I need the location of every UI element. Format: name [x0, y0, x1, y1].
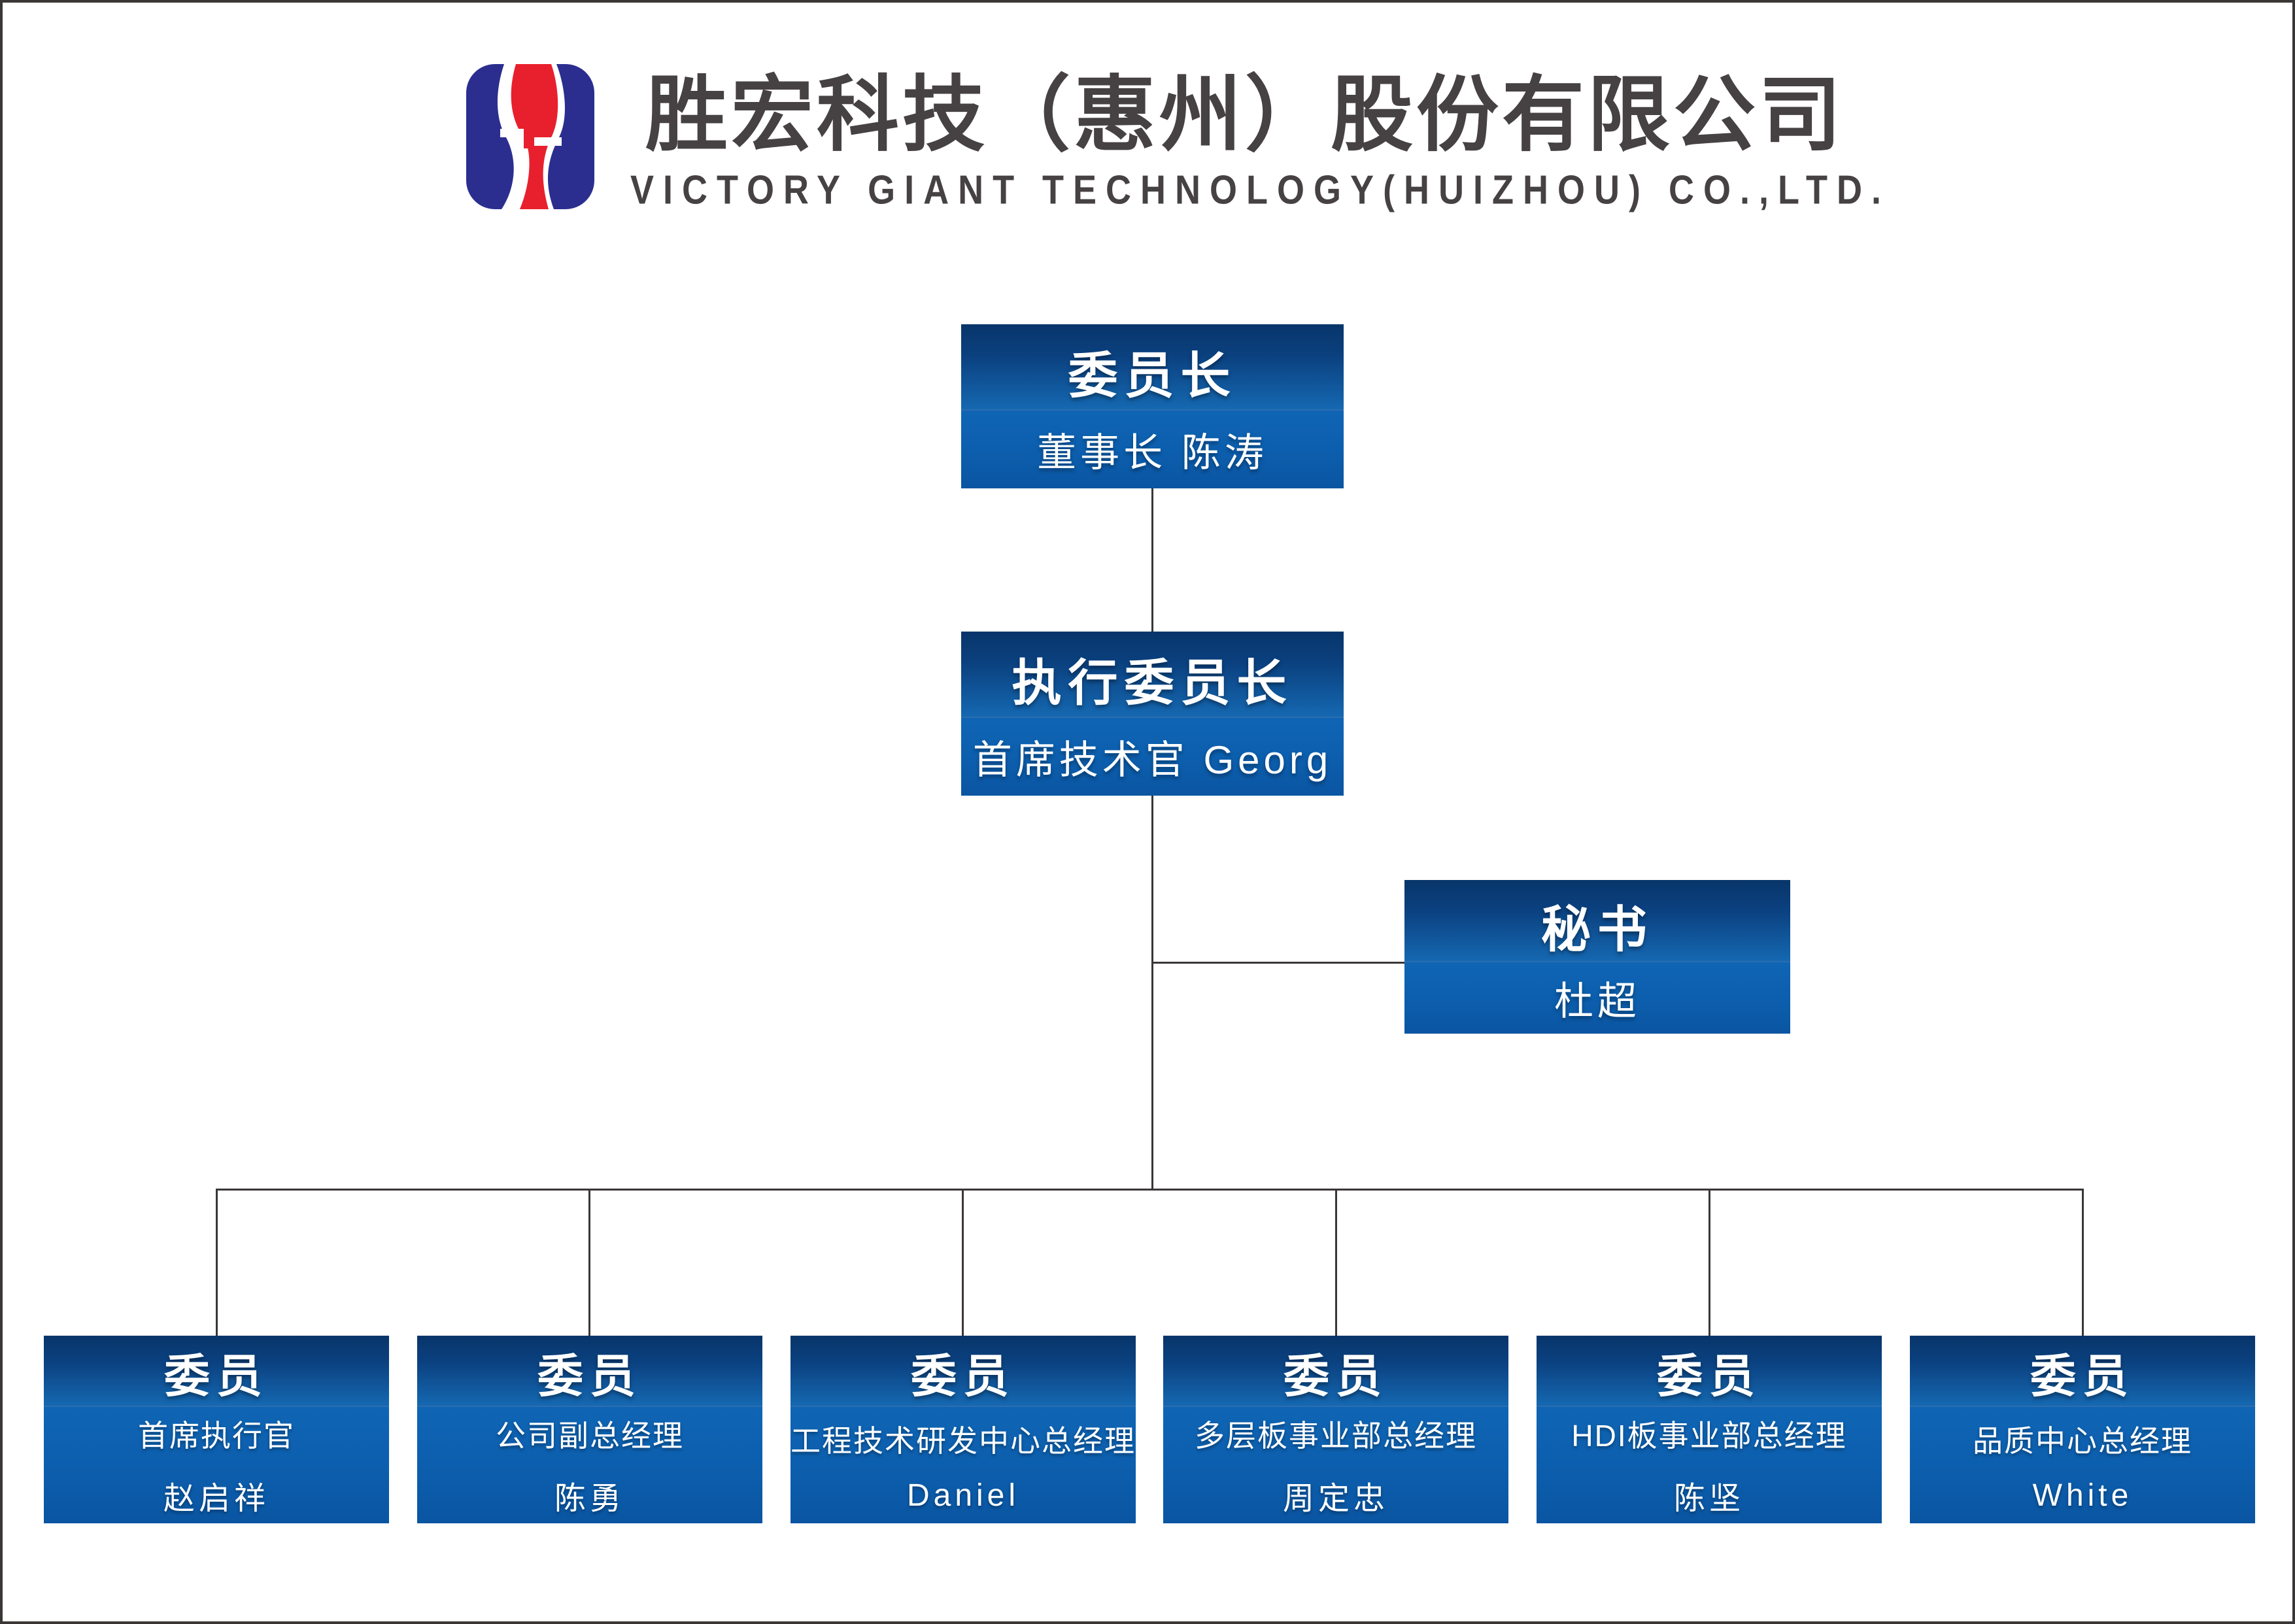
- chairman-title: 委员长: [1068, 348, 1237, 404]
- exec-subtitle: 首席技术官 Georg: [972, 738, 1333, 782]
- connector-drop-member-4: [1335, 1189, 1337, 1337]
- exec-body-section: 首席技术官 Georg: [961, 717, 1344, 796]
- member-title: 委员: [1284, 1351, 1388, 1402]
- chairman-title-section: 委员长: [961, 324, 1344, 410]
- connector-members-rail: [216, 1189, 2084, 1191]
- member-name: 赵启祥: [163, 1481, 269, 1516]
- connector-secretary-branch: [1152, 962, 1404, 964]
- connector-exec-to-rail: [1151, 794, 1153, 1191]
- member-title: 委员: [1657, 1351, 1761, 1402]
- secretary-body-section: 杜超: [1404, 961, 1790, 1034]
- box-member-deputy-gm: 委员 公司副总经理 陈勇: [417, 1336, 762, 1523]
- member-title: 委员: [911, 1351, 1015, 1402]
- box-member-hdi-bu-gm: 委员 HDI板事业部总经理 陈坚: [1537, 1336, 1882, 1523]
- box-member-multilayer-bu-gm: 委员 多层板事业部总经理 周定忠: [1163, 1336, 1508, 1523]
- member-body-section: 工程技术研发中心总经理 Daniel: [790, 1406, 1136, 1523]
- member-title-section: 委员: [1910, 1336, 2255, 1406]
- box-member-rd-center-gm: 委员 工程技术研发中心总经理 Daniel: [790, 1336, 1136, 1523]
- exec-title-section: 执行委员长: [961, 632, 1344, 717]
- company-header: 胜宏科技（惠州）股份有限公司 VICTORY GIANT TECHNOLOGY(…: [630, 63, 1890, 213]
- member-title-section: 委员: [1537, 1336, 1882, 1406]
- member-name: 陈勇: [554, 1481, 625, 1516]
- company-logo-icon: [466, 64, 594, 209]
- connector-drop-member-5: [1708, 1189, 1710, 1337]
- member-name: 周定忠: [1282, 1481, 1389, 1516]
- chairman-subtitle: 董事长 陈涛: [1037, 431, 1268, 475]
- member-title-section: 委员: [44, 1336, 389, 1406]
- member-name: White: [2032, 1478, 2133, 1513]
- box-secretary: 秘书 杜超: [1404, 880, 1790, 1034]
- secretary-title-section: 秘书: [1404, 880, 1790, 961]
- secretary-subtitle: 杜超: [1554, 979, 1640, 1023]
- box-executive-chairman: 执行委员长 首席技术官 Georg: [961, 632, 1344, 796]
- box-member-quality-center-gm: 委员 品质中心总经理 White: [1910, 1336, 2255, 1523]
- member-title: 委员: [164, 1351, 269, 1402]
- exec-title: 执行委员长: [1012, 656, 1293, 711]
- member-role: 工程技术研发中心总经理: [790, 1423, 1136, 1458]
- box-chairman: 委员长 董事长 陈涛: [961, 324, 1344, 488]
- member-name: Daniel: [906, 1478, 1020, 1513]
- member-title-section: 委员: [417, 1336, 762, 1406]
- member-body-section: 多层板事业部总经理 周定忠: [1163, 1406, 1508, 1523]
- secretary-title: 秘书: [1541, 902, 1654, 958]
- member-name: 陈坚: [1673, 1481, 1744, 1516]
- member-body-section: 公司副总经理 陈勇: [417, 1406, 762, 1523]
- member-role: 首席执行官: [138, 1419, 295, 1453]
- member-role: 品质中心总经理: [1973, 1423, 2192, 1458]
- box-member-ceo: 委员 首席执行官 赵启祥: [44, 1336, 389, 1523]
- member-title-section: 委员: [790, 1336, 1136, 1406]
- connector-drop-member-2: [588, 1189, 590, 1337]
- member-role: 多层板事业部总经理: [1195, 1419, 1477, 1453]
- member-title-section: 委员: [1163, 1336, 1508, 1406]
- member-role: HDI板事业部总经理: [1571, 1419, 1847, 1453]
- member-role: 公司副总经理: [496, 1419, 684, 1453]
- company-name-en: VICTORY GIANT TECHNOLOGY(HUIZHOU) CO.,LT…: [630, 167, 1890, 213]
- member-body-section: 品质中心总经理 White: [1910, 1406, 2255, 1523]
- member-title: 委员: [537, 1351, 642, 1402]
- connector-drop-member-3: [962, 1189, 964, 1337]
- connector-drop-member-6: [2082, 1189, 2084, 1337]
- member-body-section: 首席执行官 赵启祥: [44, 1406, 389, 1523]
- connector-drop-member-1: [216, 1189, 218, 1337]
- member-title: 委员: [2030, 1351, 2135, 1402]
- member-body-section: HDI板事业部总经理 陈坚: [1537, 1406, 1882, 1523]
- company-name-zh: 胜宏科技（惠州）股份有限公司: [645, 69, 1844, 161]
- connector-chairman-to-exec: [1151, 487, 1153, 633]
- chairman-body-section: 董事长 陈涛: [961, 409, 1344, 488]
